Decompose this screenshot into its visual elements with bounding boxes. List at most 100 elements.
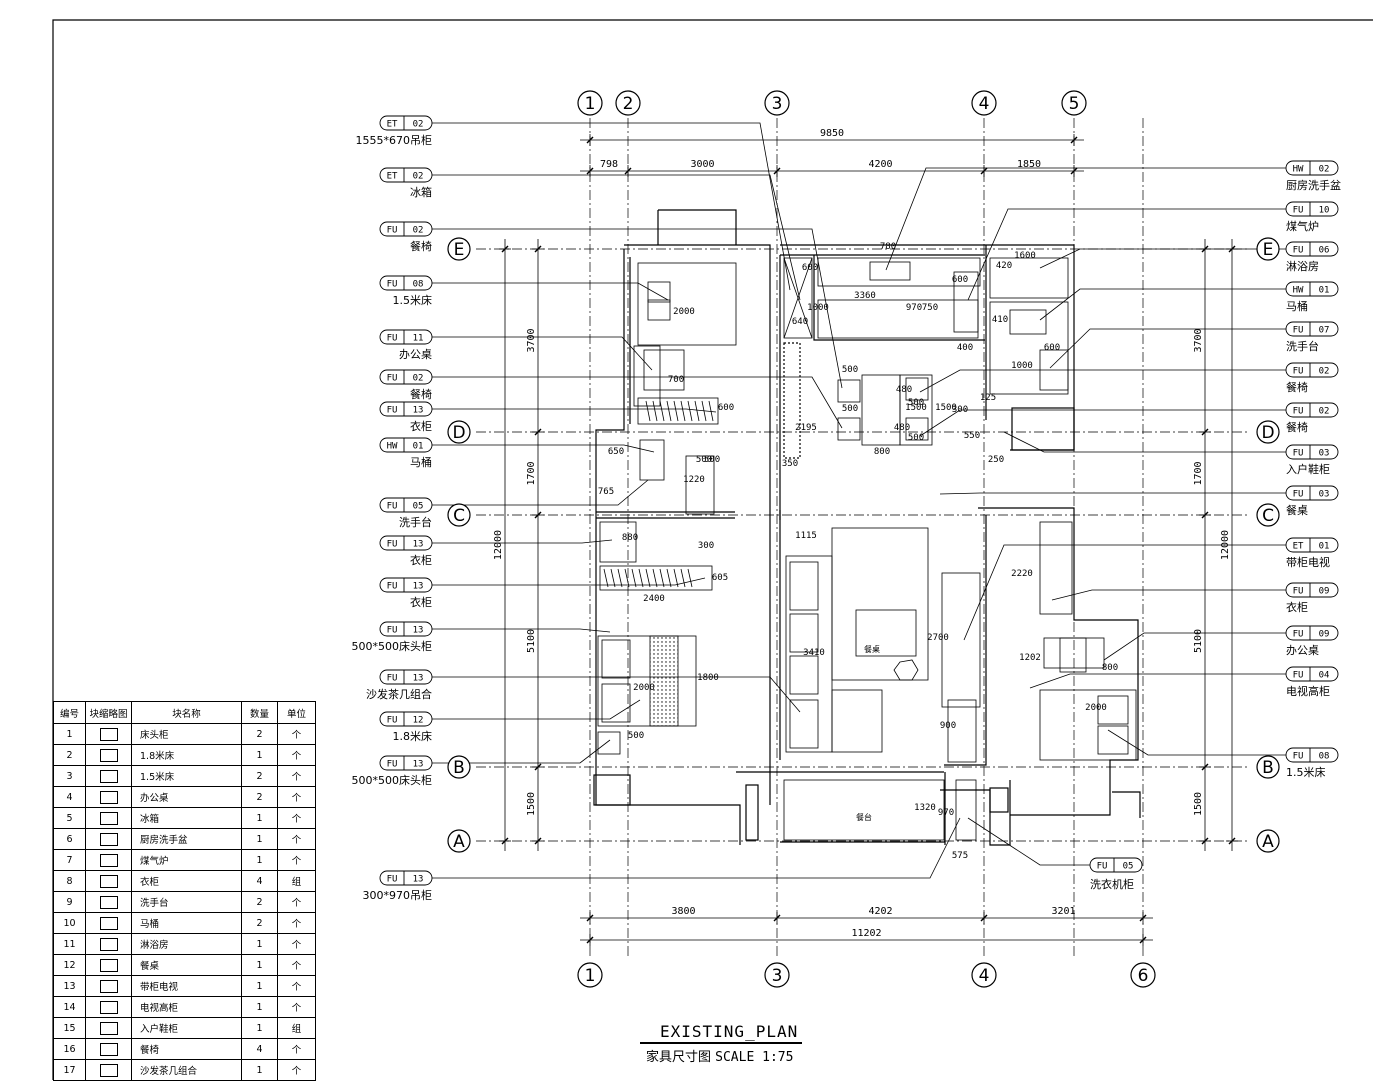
block-thumbnail-icon xyxy=(99,937,118,951)
callout-label: 衣柜 xyxy=(410,419,432,433)
legend-name: 淋浴房 xyxy=(131,933,242,955)
callout-label: 1.5米床 xyxy=(393,293,433,307)
legend-thumb xyxy=(85,912,132,934)
bedside-table xyxy=(597,731,621,755)
callout-number: 13 xyxy=(413,626,424,636)
callout-label: 带柜电视 xyxy=(1286,555,1330,569)
legend-unit: 个 xyxy=(277,975,316,997)
callout-code: FU xyxy=(1293,246,1304,256)
callout-code: FU xyxy=(1293,752,1304,762)
grid-bubble-bottom-3: 3 xyxy=(764,962,790,988)
legend-name: 带柜电视 xyxy=(131,975,242,997)
block-thumbnail-icon xyxy=(99,874,118,888)
callout-number: 10 xyxy=(1319,206,1330,216)
callout-number: 02 xyxy=(1319,407,1330,417)
legend-qty: 2 xyxy=(241,891,278,913)
interior-dimension: 575 xyxy=(952,851,968,861)
callout-number: 12 xyxy=(413,716,424,726)
grid-bubble-top-5: 5 xyxy=(1061,90,1087,116)
legend-header-thumb: 块缩略图 xyxy=(85,701,132,724)
callout-number: 13 xyxy=(413,406,424,416)
callout-label: 办公桌 xyxy=(399,348,432,361)
legend-unit: 个 xyxy=(277,765,316,787)
callout-label: 餐椅 xyxy=(410,239,432,253)
grid-bubble-left-A: A xyxy=(447,829,471,853)
legend-name: 电视高柜 xyxy=(131,996,242,1018)
callout-number: 07 xyxy=(1319,326,1330,336)
interior-dimension: 1000 xyxy=(1011,361,1033,371)
legend-thumb xyxy=(85,1017,132,1039)
grid-bubble-top-3: 3 xyxy=(764,90,790,116)
callout-code: FU xyxy=(1293,587,1304,597)
dimension-label: 3700 xyxy=(526,328,537,352)
legend-unit: 个 xyxy=(277,723,316,745)
dimension-label: 1500 xyxy=(1193,792,1204,816)
interior-dimension: 500 xyxy=(908,433,924,443)
dimension-label: 4200 xyxy=(868,159,892,170)
interior-dimension: 1000 xyxy=(807,303,829,313)
legend-unit: 个 xyxy=(277,807,316,829)
grid-bubble-label: 1 xyxy=(585,966,596,986)
callout-label: 沙发茶几组合 xyxy=(366,687,432,701)
drawing-subtitle-cn: 家具尺寸图 xyxy=(646,1050,712,1065)
interior-dimension: 500 xyxy=(908,398,924,408)
interior-dimension: 880 xyxy=(622,533,638,543)
block-thumbnail-icon xyxy=(99,832,118,846)
legend-header-qty: 数量 xyxy=(241,701,278,724)
interior-dimension: 970 xyxy=(906,303,922,313)
legend-header-no: 编号 xyxy=(53,701,86,724)
interior-dimension: 2195 xyxy=(795,423,817,433)
furniture-item xyxy=(647,299,671,321)
legend-unit: 组 xyxy=(277,1017,316,1039)
legend-thumb xyxy=(85,996,132,1018)
callout-code: FU xyxy=(1293,367,1304,377)
block-thumbnail-icon xyxy=(99,895,118,909)
legend-qty: 2 xyxy=(241,912,278,934)
grid-bubble-bottom-6: 6 xyxy=(1130,962,1156,988)
block-thumbnail-icon xyxy=(99,1000,118,1014)
block-thumbnail-icon xyxy=(99,916,118,930)
interior-dimension: 765 xyxy=(598,487,614,497)
grid-bubble-label: 2 xyxy=(623,94,634,114)
fridge xyxy=(783,257,813,339)
dimension-label: 3800 xyxy=(671,906,695,917)
grid-bubble-right-D: D xyxy=(1256,420,1280,444)
callout-number: 01 xyxy=(1319,542,1330,552)
legend-qty: 1 xyxy=(241,1059,278,1081)
callout-label: 衣柜 xyxy=(410,553,432,567)
callout-label: 办公桌 xyxy=(1286,644,1319,657)
legend-no: 13 xyxy=(53,975,86,997)
bedroom-bed xyxy=(637,262,737,346)
legend-header-name: 块名称 xyxy=(131,701,242,724)
legend-qty: 1 xyxy=(241,849,278,871)
grid-bubble-left-B: B xyxy=(447,755,471,779)
callout-label: 马桶 xyxy=(410,455,432,469)
shower xyxy=(989,257,1069,299)
furniture-item xyxy=(1097,725,1129,755)
grid-bubble-label: C xyxy=(1262,506,1274,526)
interior-dimension: 1202 xyxy=(1019,653,1041,663)
legend-no: 9 xyxy=(53,891,86,913)
block-thumbnail-icon xyxy=(99,1042,118,1056)
legend-no: 7 xyxy=(53,849,86,871)
balcony-counter xyxy=(783,779,945,841)
callout-code: ET xyxy=(387,120,398,130)
legend-unit: 个 xyxy=(277,1059,316,1081)
callout-label: 厨房洗手盆 xyxy=(1286,178,1341,192)
drawing-scale: SCALE 1:75 xyxy=(715,1050,794,1065)
toilet-2 xyxy=(639,439,665,481)
legend-name: 洗手台 xyxy=(131,891,242,913)
callout-number: 11 xyxy=(413,334,424,344)
